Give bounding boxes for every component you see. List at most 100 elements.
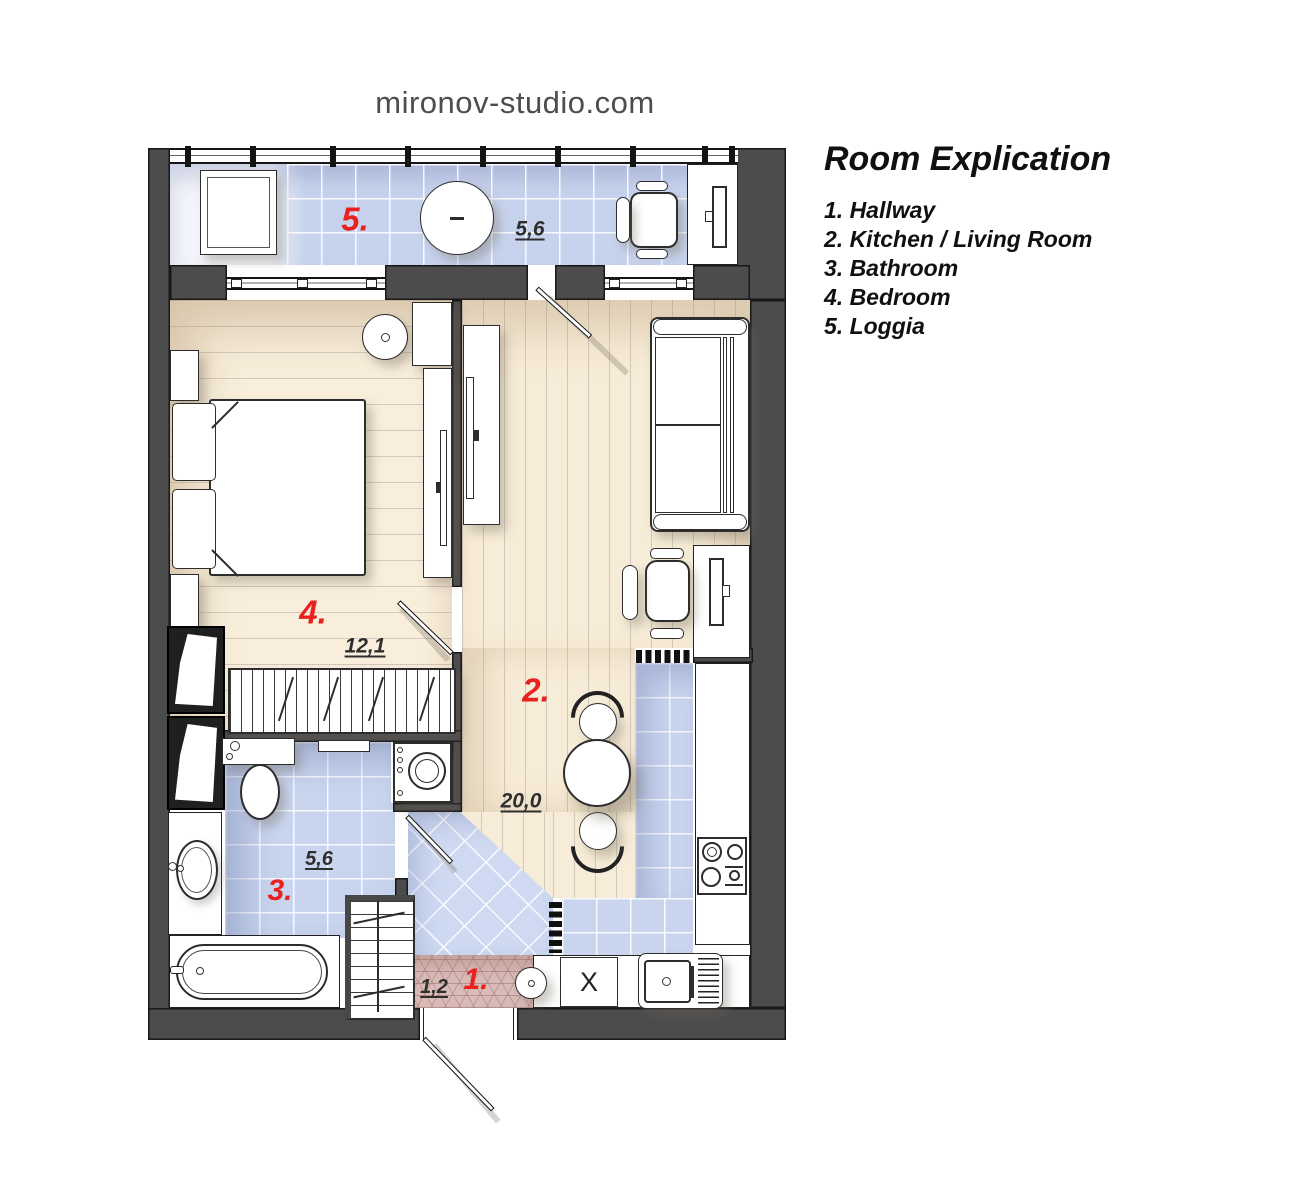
toilet-bowl (240, 764, 280, 820)
tub-faucet (170, 966, 184, 974)
nightstand (170, 574, 199, 630)
closet-diagonal (353, 911, 405, 924)
radiator (636, 650, 693, 663)
sofa-cushion (655, 425, 721, 513)
office-chair-back (622, 565, 638, 620)
legend-item-bedroom: 4. Bedroom (824, 284, 951, 310)
loggia-monitor (712, 186, 727, 248)
nightstand (170, 350, 199, 401)
sofa-back-line (730, 337, 734, 513)
office-chair-armrest (650, 548, 684, 559)
loggia-chair-armrest (636, 249, 668, 259)
loggia-window-band (170, 148, 738, 164)
dining-table (563, 739, 631, 807)
basin-faucet (168, 862, 177, 871)
loggia-chair-seat (630, 192, 678, 248)
entrance-jamb (420, 1008, 424, 1040)
room-area-bathroom: 5,6 (305, 848, 333, 870)
radiator (549, 902, 562, 953)
entrance-door-leaf (422, 1036, 495, 1112)
wall-band-pier-left (170, 265, 227, 300)
window-sill-mark (609, 279, 620, 288)
bedroom-corner-cabinet (412, 302, 452, 366)
burner-inner (729, 870, 740, 881)
drying-rack (698, 958, 719, 1005)
dining-stool (579, 812, 617, 850)
tv (466, 377, 474, 499)
washer-knob (397, 757, 403, 763)
loggia-cabinet (200, 170, 277, 255)
burner (701, 867, 721, 887)
wardrobe-hanger-stroke (367, 676, 385, 722)
legend-title: Room Explication (824, 140, 1112, 178)
room-area-hallway: 1,2 (420, 976, 448, 998)
office-chair-seat (645, 560, 690, 622)
sink-faucet (691, 966, 694, 998)
wardrobe-hanger-stroke (277, 676, 295, 722)
bedroom-tv-stand (436, 482, 441, 493)
legend-item-hallway: 1. Hallway (824, 197, 936, 223)
wall-left (148, 148, 170, 1040)
burner (702, 842, 722, 862)
wardrobe-hanger-stroke (322, 676, 340, 722)
kitchen-floor-lower (562, 898, 693, 955)
wall-band-pier-right (693, 265, 750, 300)
hallway-stool-center (528, 980, 535, 987)
washer-knob (397, 767, 403, 773)
window-mullion (250, 146, 256, 167)
window-mullion (702, 146, 708, 167)
basin-faucet (177, 865, 184, 872)
toilet-button (230, 741, 240, 751)
window-mullion (405, 146, 411, 167)
legend-item-loggia: 5. Loggia (824, 313, 925, 339)
legend-list: 1. Hallway 2. Kitchen / Living Room 3. B… (824, 196, 1124, 341)
toilet-button (226, 753, 233, 760)
sink-drain (662, 977, 671, 986)
bed (209, 399, 366, 576)
bedroom-stool-center (381, 333, 390, 342)
window-sill-mark (676, 279, 687, 288)
sofa-armrest (653, 514, 747, 530)
window-mullion (630, 146, 636, 167)
bathroom-door-opening (395, 812, 408, 878)
kitchen-cabinet-x: X (560, 957, 618, 1007)
window-mullion (555, 146, 561, 167)
legend-item-bathroom: 3. Bathroom (824, 255, 959, 281)
wall-right (750, 300, 786, 1008)
closet-divider (377, 901, 379, 1012)
wall-band-center (385, 265, 528, 300)
pillow (172, 489, 216, 569)
window-mullion (480, 146, 486, 167)
burner-bracket (725, 866, 743, 886)
tv-mount (474, 430, 479, 441)
tub-drain (196, 967, 204, 975)
loggia-chair-back (616, 197, 630, 243)
wall-bedroom-living-upper (452, 300, 462, 587)
washbasin-inner (181, 847, 212, 893)
loggia-chair-armrest (636, 181, 668, 191)
desk-monitor-stand (722, 585, 730, 597)
washer-knob (397, 747, 403, 753)
wall-bottom-right (517, 1008, 786, 1040)
wall-band-mid-right (555, 265, 605, 300)
vent-shaft-duct (175, 634, 217, 706)
vent-shaft (167, 626, 225, 714)
window-sill-mark (231, 279, 242, 288)
hallway-closet (345, 895, 415, 1020)
wardrobe-hanger-stroke (418, 676, 436, 722)
pillow (172, 403, 216, 481)
entrance-jamb (513, 1008, 517, 1040)
kitchen-floor (635, 663, 693, 898)
office-chair-armrest (650, 628, 684, 639)
loggia-cabinet-top (207, 177, 270, 248)
room-number-bathroom: 3. (267, 874, 293, 907)
burner-inner (707, 847, 717, 857)
loggia-table-mark (450, 217, 464, 220)
room-area-bedroom: 12,1 (344, 634, 386, 658)
room-number-kitchen-living: 2. (522, 671, 550, 709)
window-mullion (185, 146, 191, 167)
washing-machine-drum (408, 752, 446, 790)
window-sill-mark (366, 279, 377, 288)
room-number-bedroom: 4. (299, 593, 327, 631)
